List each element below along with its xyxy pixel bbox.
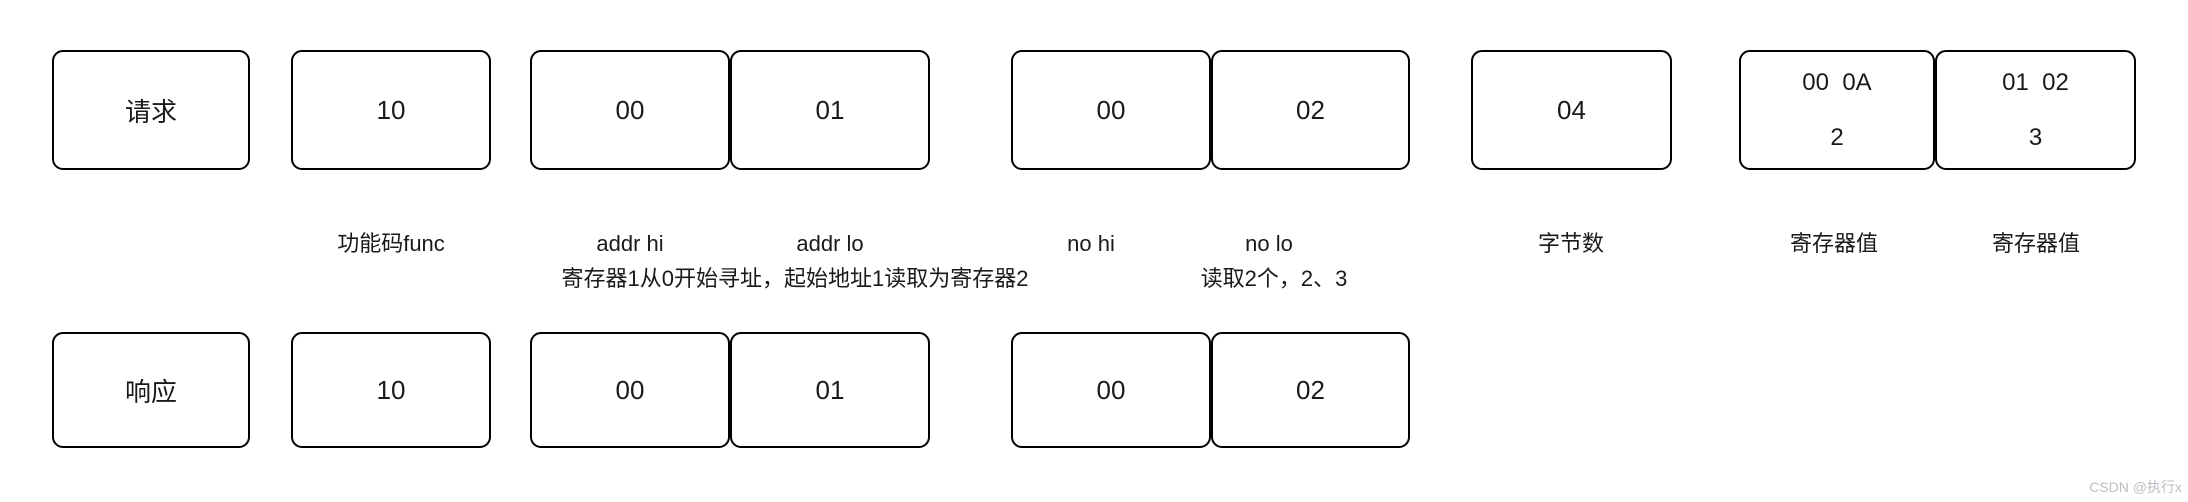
request-qty-hi-box: 00 [1011, 50, 1211, 170]
label-addr-hi: addr hi [596, 231, 664, 256]
register-2-decimal-value: 3 [2028, 123, 2043, 151]
request-addr-hi-box: 00 [530, 50, 730, 170]
label-byte-count: 字节数 [1537, 231, 1605, 256]
label-qty-hi: no hi [1067, 231, 1115, 256]
response-addr-lo-box: 01 [730, 332, 930, 448]
request-register-value-2-box: 01 02 3 [1935, 50, 2136, 170]
label-function-code: 功能码func [337, 231, 445, 256]
label-qty-lo: no lo [1245, 231, 1293, 256]
register-1-hex-value: 00 0A [1802, 68, 1872, 96]
response-func-box: 10 [291, 332, 491, 448]
response-row-label-box: 响应 [52, 332, 250, 448]
response-qty-lo-box: 02 [1211, 332, 1410, 448]
request-row-label-box: 请求 [52, 50, 250, 170]
request-addr-lo-box: 01 [730, 50, 930, 170]
read-count-note: 读取2个，2、3 [1200, 266, 1348, 291]
label-register-value-1: 寄存器值 [1789, 231, 1879, 256]
request-qty-lo-box: 02 [1211, 50, 1410, 170]
register-1-decimal-value: 2 [1830, 123, 1844, 151]
response-addr-hi-box: 00 [530, 332, 730, 448]
response-qty-hi-box: 00 [1011, 332, 1211, 448]
request-register-value-1-box: 00 0A 2 [1739, 50, 1935, 170]
label-addr-lo: addr lo [796, 231, 864, 256]
csdn-watermark: CSDN @执行x [2089, 479, 2182, 495]
request-byte-count-box: 04 [1471, 50, 1672, 170]
request-func-box: 10 [291, 50, 491, 170]
register-2-hex-value: 01 02 [2002, 68, 2069, 96]
addressing-note: 寄存器1从0开始寻址，起始地址1读取为寄存器2 [561, 266, 1029, 291]
label-register-value-2: 寄存器值 [1991, 231, 2081, 256]
